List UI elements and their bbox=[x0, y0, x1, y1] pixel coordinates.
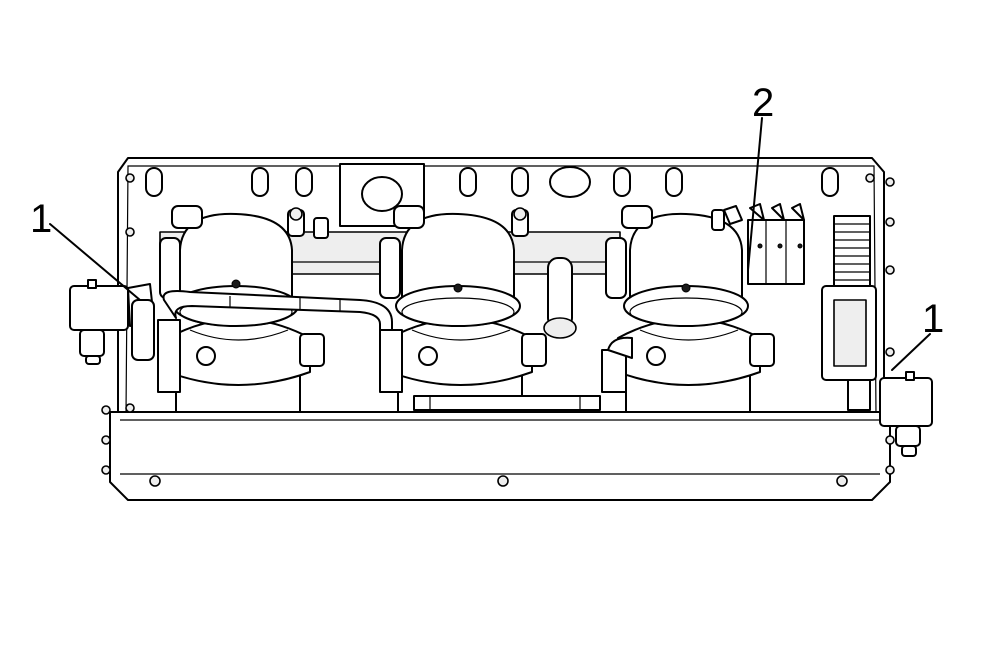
relay-block bbox=[723, 203, 805, 285]
callout-leader-top bbox=[747, 117, 763, 271]
callout-leader-left bbox=[49, 223, 141, 301]
filter-unit-2 bbox=[389, 212, 547, 413]
right-connector bbox=[879, 371, 933, 457]
plate-slots bbox=[145, 163, 839, 227]
callout-label-left: 1 bbox=[30, 197, 52, 241]
filter-unit-3 bbox=[617, 212, 775, 413]
callout-leader-right bbox=[891, 333, 931, 371]
left-connector bbox=[69, 279, 155, 365]
hoses bbox=[157, 290, 633, 411]
callout-label-right: 1 bbox=[922, 297, 944, 341]
callout-label-top: 2 bbox=[752, 81, 774, 125]
heatsink bbox=[821, 215, 877, 411]
